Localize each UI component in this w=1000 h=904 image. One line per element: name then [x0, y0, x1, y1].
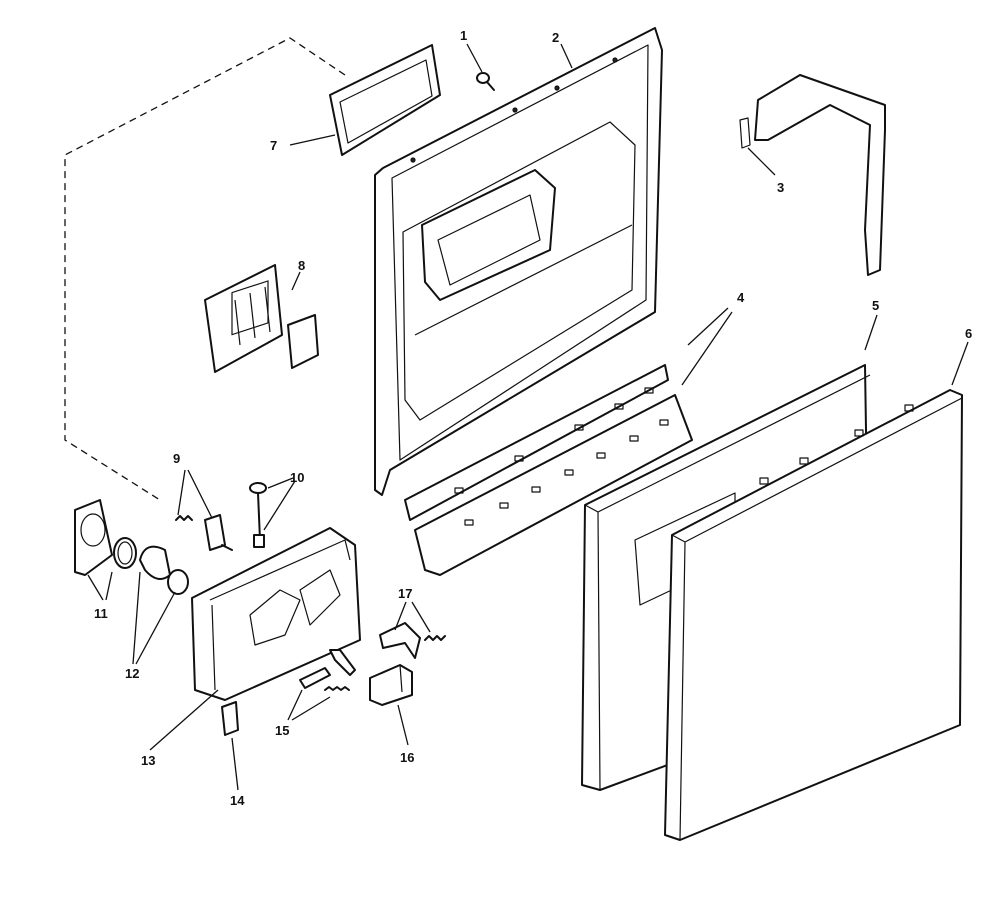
callout-5: 5	[872, 298, 879, 313]
callout-labels: 1 2 3 4 5 6 7 8 9 10 11 12 13 14 15 16 1…	[94, 28, 972, 808]
callout-10: 10	[290, 470, 304, 485]
part-11-knob-housing	[74, 499, 113, 576]
part-16-actuator	[369, 664, 413, 706]
part-7-gasket	[329, 44, 441, 156]
part-9-spring-clip	[175, 514, 233, 551]
callout-17: 17	[398, 586, 412, 601]
callout-4: 4	[737, 290, 745, 305]
callout-14: 14	[230, 793, 245, 808]
callout-16: 16	[400, 750, 414, 765]
callout-7: 7	[270, 138, 277, 153]
callout-12: 12	[125, 666, 139, 681]
part-10-plunger	[249, 482, 267, 548]
part-14-clip	[221, 701, 239, 736]
callout-9: 9	[173, 451, 180, 466]
part-8-vent	[204, 264, 319, 373]
callout-8: 8	[298, 258, 305, 273]
callout-1: 1	[460, 28, 467, 43]
callout-11: 11	[94, 606, 108, 621]
part-2-inner-door	[374, 27, 663, 496]
part-4-panel-strip	[404, 364, 693, 576]
part-1-screw	[476, 72, 495, 91]
assembly-dashed-outline	[64, 37, 346, 501]
leader-lines	[87, 43, 969, 791]
part-6-outer-panel	[664, 389, 963, 841]
callout-13: 13	[141, 753, 155, 768]
part-15-levers	[299, 649, 356, 691]
part-13-dispenser	[191, 527, 361, 701]
part-12-rings	[113, 537, 189, 595]
callout-15: 15	[275, 723, 289, 738]
callout-6: 6	[965, 326, 972, 341]
callout-2: 2	[552, 30, 559, 45]
part-17-latch	[379, 622, 446, 659]
callout-3: 3	[777, 180, 784, 195]
part-3-bracket	[739, 74, 886, 276]
